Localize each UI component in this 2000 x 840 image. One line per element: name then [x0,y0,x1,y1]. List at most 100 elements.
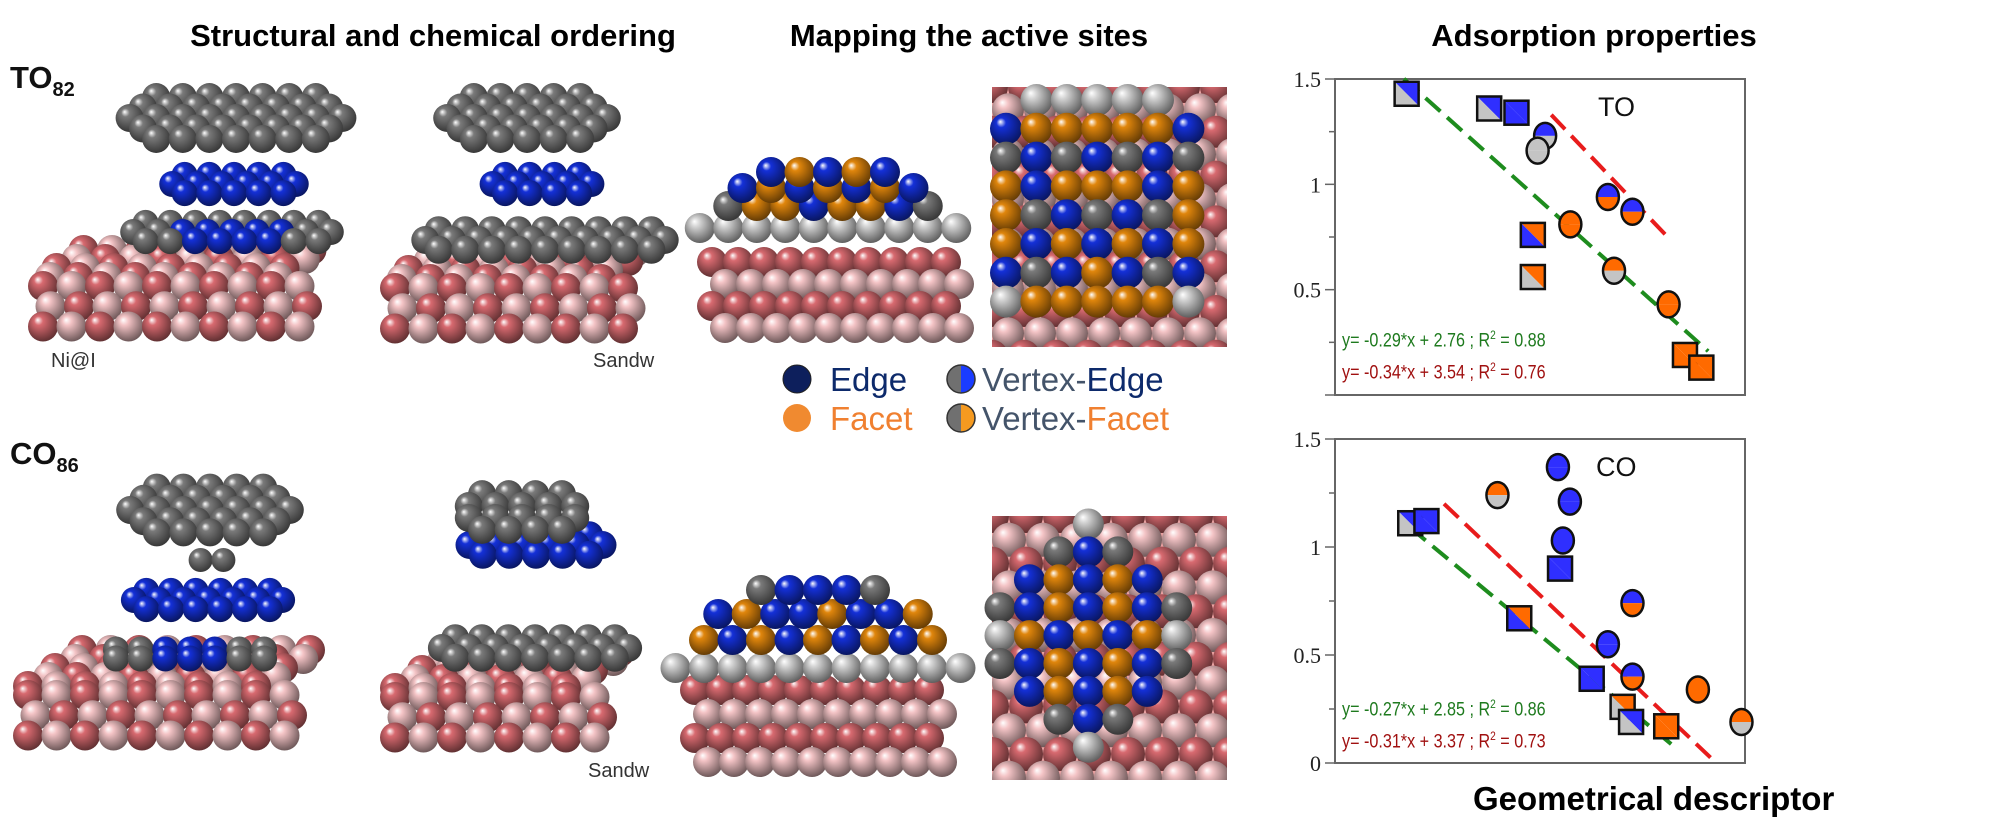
atom-sphere [710,313,740,343]
atom-sphere [1050,285,1083,318]
atom-sphere [723,247,753,277]
atom-sphere [1230,666,1264,700]
atom-sphere [758,723,788,753]
atom-sphere [557,235,586,264]
atom-sphere [1196,570,1227,605]
atom-sphere [788,269,818,299]
atom-sphere [637,235,666,264]
atom-sphere [762,269,792,299]
atom-sphere [1131,564,1163,596]
atom-sphere [1120,317,1152,347]
atom-sphere [1102,592,1134,624]
atom-sphere [990,199,1022,232]
atom-sphere [745,699,775,729]
x-axis-label: Geometrical descriptor [1473,780,1835,817]
side-view-co [680,675,957,777]
atom-sphere [1162,713,1196,748]
cluster-layer [454,480,590,544]
point-outline [1729,707,1754,737]
cluster-top-view [984,508,1193,763]
legend-vertex-facet-suffix: Facet [1086,400,1170,437]
atom-sphere [182,596,209,623]
atom-sphere [693,747,723,777]
atom-sphere [467,643,496,672]
atom-sphere [256,311,286,342]
r2-value: = 0.76 [1495,362,1546,384]
atom-sphere [1142,285,1174,318]
atom-sphere [760,599,791,629]
atom-sphere [521,515,550,544]
atom-sphere [1128,713,1162,748]
atom-sphere [888,675,918,705]
data-point [1595,182,1621,212]
atom-sphere [992,522,1026,557]
atom-sphere [1081,256,1114,289]
atom-sphere [195,125,224,153]
atom-sphere [301,125,330,153]
data-point [1503,99,1530,126]
atom-sphere [874,599,905,629]
atom-sphere [468,515,497,544]
atom-sphere [984,592,1016,624]
point-outline [1620,197,1645,226]
atom-sphere [127,720,157,751]
data-point [1557,487,1583,516]
atom-sphere [749,247,779,277]
atom-sphere [547,643,576,672]
atom-sphere [875,699,905,729]
atom-sphere [1043,564,1075,596]
atom-sphere [831,575,862,605]
atom-sphere [1179,546,1213,581]
atom-sphere [914,723,944,753]
atom-sphere [797,747,827,777]
atom-sphere [1009,737,1043,771]
atom-sphere [1230,570,1264,604]
atom-sphere [280,228,307,255]
point-outline [1620,662,1645,691]
point-half [1504,100,1529,125]
atom-sphere [931,291,961,321]
atom-sphere [1111,84,1144,116]
cluster-top-view [990,84,1205,318]
atom-sphere [1102,703,1134,735]
atom-sphere [196,180,223,207]
atom-sphere [608,313,638,344]
atom-sphere [465,313,496,344]
atom-sphere [990,141,1022,174]
atom-sphere [803,575,833,605]
point-half [1520,222,1545,247]
point-half [1414,509,1439,534]
atom-sphere [41,720,72,751]
atom-sphere [762,313,792,343]
point-outline [1506,605,1533,632]
atom-sphere [1020,84,1053,116]
cluster-layer [433,83,621,153]
cluster-layer [479,161,605,207]
atom-sphere [1020,199,1053,232]
point-outline [1685,675,1711,704]
atom-sphere [756,157,786,187]
atom-sphere [1043,592,1075,624]
atom-sphere [551,313,581,344]
y-tick-label: 1 [1310,535,1321,560]
atom-sphere [1102,620,1134,652]
atom-sphere [142,518,171,547]
atom-sphere [771,699,801,729]
point-half [1507,606,1532,631]
atom-sphere [584,235,613,264]
atom-sphere [113,311,144,342]
atom-sphere [1072,508,1104,540]
data-point [1475,95,1503,122]
point-half [1414,509,1439,534]
atom-sphere [579,722,610,753]
atom-sphere [477,235,506,264]
atom-sphere [1230,523,1264,557]
atom-sphere [380,722,410,753]
point-outline [1688,354,1715,381]
atom-sphere [275,125,304,153]
atom-sphere [1010,339,1038,347]
atom-sphere [531,235,559,264]
atom-sphere [884,213,915,243]
atom-sphere [860,575,890,605]
atom-sphere [155,720,186,751]
